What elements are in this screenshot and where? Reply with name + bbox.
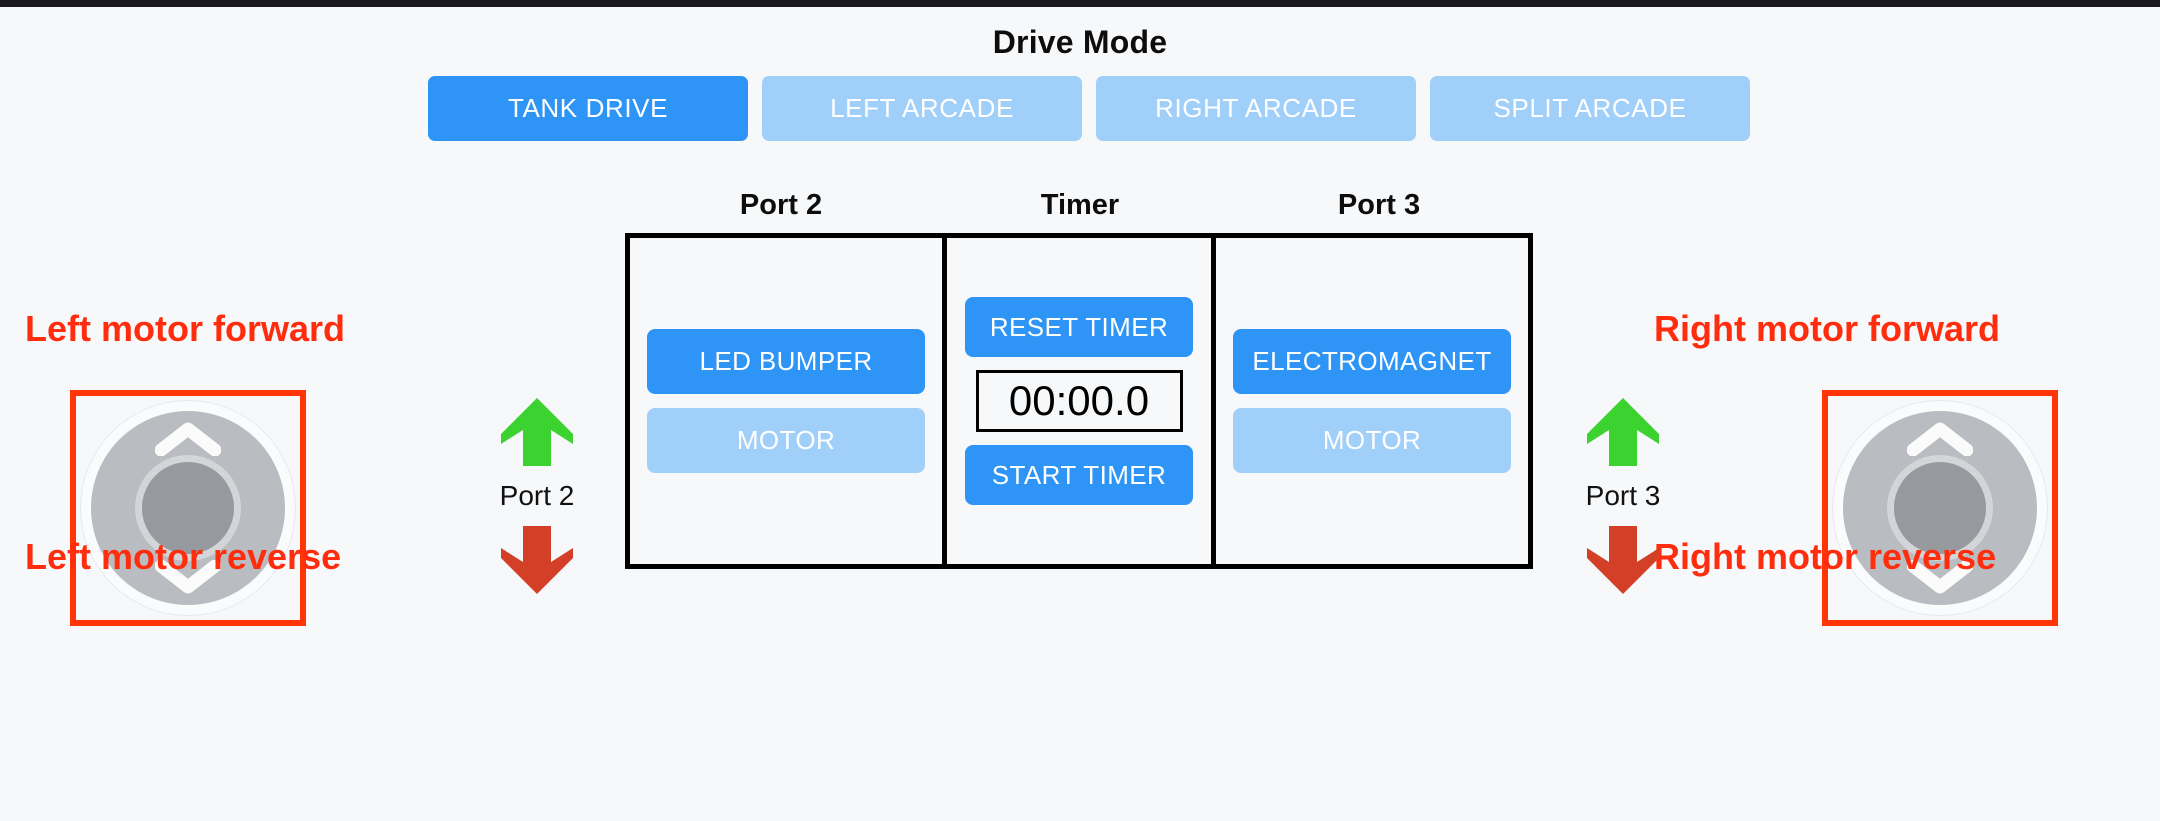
joystick-hub bbox=[1894, 462, 1986, 554]
panel-header-port2: Port 2 bbox=[739, 189, 823, 221]
arrow-down-red-icon bbox=[501, 526, 573, 594]
chevron-up-icon bbox=[1907, 422, 1973, 456]
arrow-up-green-icon bbox=[1587, 398, 1659, 466]
right-joystick[interactable] bbox=[1832, 400, 2048, 616]
port3-column: ELECTROMAGNET MOTOR bbox=[1216, 238, 1528, 564]
port2-led-bumper-button[interactable]: LED BUMPER bbox=[647, 329, 925, 394]
port2-motor-button[interactable]: MOTOR bbox=[647, 408, 925, 473]
joystick-hub bbox=[142, 462, 234, 554]
drive-mode-button-group: TANK DRIVE LEFT ARCADE RIGHT ARCADE SPLI… bbox=[428, 76, 1750, 141]
chevron-up-icon bbox=[155, 422, 221, 456]
panel-header-row: Port 2 Timer Port 3 bbox=[625, 189, 1535, 222]
panel-header-timer: Timer bbox=[1040, 189, 1120, 221]
drive-mode-right-arcade-button[interactable]: RIGHT ARCADE bbox=[1096, 76, 1416, 141]
chevron-down-icon bbox=[1907, 560, 1973, 594]
right-motor-forward-label: Right motor forward bbox=[1654, 308, 2000, 349]
right-port-direction-group: Port 3 bbox=[1558, 396, 1688, 596]
start-timer-button[interactable]: START TIMER bbox=[965, 445, 1193, 505]
port2-column: LED BUMPER MOTOR bbox=[630, 238, 942, 564]
reset-timer-button[interactable]: RESET TIMER bbox=[965, 297, 1193, 357]
left-joystick[interactable] bbox=[80, 400, 296, 616]
left-port-direction-group: Port 2 bbox=[472, 396, 602, 596]
port3-motor-button[interactable]: MOTOR bbox=[1233, 408, 1511, 473]
left-motor-reverse-label: Left motor reverse bbox=[25, 536, 342, 577]
window-top-bar bbox=[0, 0, 2160, 7]
timer-display: 00:00.0 bbox=[975, 370, 1183, 432]
drive-mode-split-arcade-button[interactable]: SPLIT ARCADE bbox=[1430, 76, 1750, 141]
right-port-tag: Port 3 bbox=[1585, 480, 1661, 511]
device-panel: LED BUMPER MOTOR RESET TIMER 00:00.0 STA… bbox=[625, 233, 1533, 569]
left-motor-forward-label: Left motor forward bbox=[25, 308, 345, 349]
right-motor-reverse-label: Right motor reverse bbox=[1654, 536, 1997, 577]
drive-mode-left-arcade-button[interactable]: LEFT ARCADE bbox=[762, 76, 1082, 141]
timer-column: RESET TIMER 00:00.0 START TIMER bbox=[942, 238, 1216, 564]
arrow-down-red-icon bbox=[1587, 526, 1659, 594]
drive-mode-title: Drive Mode bbox=[992, 24, 1168, 60]
drive-mode-tank-drive-button[interactable]: TANK DRIVE bbox=[428, 76, 748, 141]
arrow-up-green-icon bbox=[501, 398, 573, 466]
left-port-tag: Port 2 bbox=[499, 480, 575, 511]
panel-header-port3: Port 3 bbox=[1337, 189, 1421, 221]
port3-electromagnet-button[interactable]: ELECTROMAGNET bbox=[1233, 329, 1511, 394]
chevron-down-icon bbox=[155, 560, 221, 594]
right-joystick-highlight-box bbox=[1822, 390, 2058, 626]
left-joystick-highlight-box bbox=[70, 390, 306, 626]
